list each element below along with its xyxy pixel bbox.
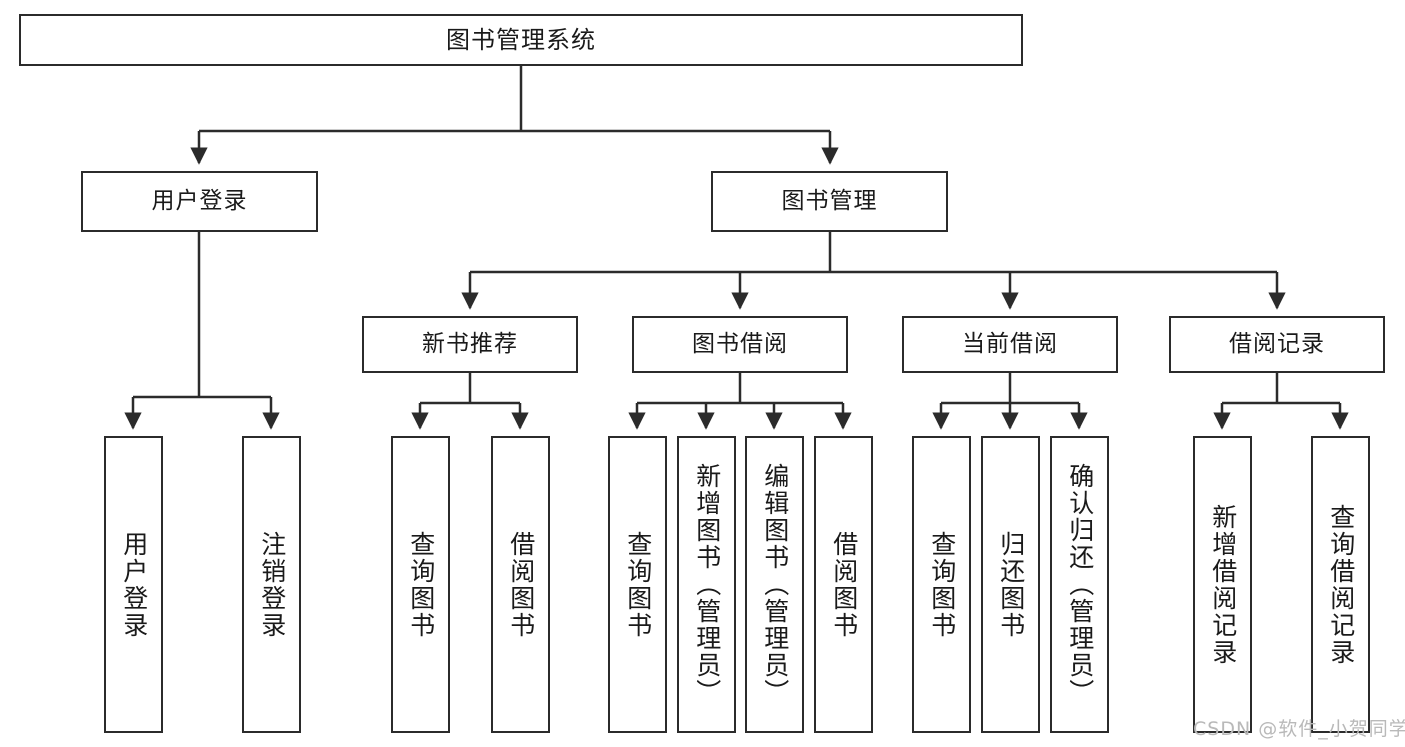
node-label: 新增借阅记录 [1208,503,1238,666]
node-root-book-management-system[interactable]: 图书管理系统 [19,14,1023,66]
node-label: 新书推荐 [422,330,518,357]
node-label: 借阅图书 [829,530,859,639]
node-user-login[interactable]: 用户登录 [81,171,318,232]
node-label: 查询借阅记录 [1326,503,1356,666]
node-label: 新增图书（管理员） [692,463,722,706]
node-label: 编辑图书（管理员） [760,463,790,706]
node-label: 图书管理 [781,187,878,214]
node-leaf-user-logout[interactable]: 注销登录 [242,436,301,733]
node-label: 查询图书 [927,530,957,639]
node-leaf-add-borrow-record[interactable]: 新增借阅记录 [1193,436,1252,733]
node-leaf-query-book-3[interactable]: 查询图书 [912,436,971,733]
node-label: 当前借阅 [962,330,1058,357]
node-label: 借阅图书 [506,530,536,639]
node-book-manage[interactable]: 图书管理 [711,171,948,232]
node-leaf-add-book-admin[interactable]: 新增图书（管理员） [677,436,736,733]
node-leaf-return-book[interactable]: 归还图书 [981,436,1040,733]
node-leaf-query-book-2[interactable]: 查询图书 [608,436,667,733]
node-label: 查询图书 [406,530,436,639]
node-leaf-borrow-book-2[interactable]: 借阅图书 [814,436,873,733]
node-leaf-edit-book-admin[interactable]: 编辑图书（管理员） [745,436,804,733]
node-borrow-record[interactable]: 借阅记录 [1169,316,1385,373]
node-book-borrow[interactable]: 图书借阅 [632,316,848,373]
node-label: 用户登录 [119,530,149,639]
node-new-book-recommend[interactable]: 新书推荐 [362,316,578,373]
node-leaf-query-borrow-record[interactable]: 查询借阅记录 [1311,436,1370,733]
node-label: 用户登录 [151,187,248,214]
node-leaf-query-book-1[interactable]: 查询图书 [391,436,450,733]
node-label: 借阅记录 [1229,330,1325,357]
node-leaf-user-login[interactable]: 用户登录 [104,436,163,733]
node-label: 注销登录 [257,530,287,639]
node-current-borrow[interactable]: 当前借阅 [902,316,1118,373]
node-label: 图书借阅 [692,330,788,357]
node-leaf-borrow-book-1[interactable]: 借阅图书 [491,436,550,733]
node-leaf-confirm-return-admin[interactable]: 确认归还（管理员） [1050,436,1109,733]
node-label: 查询图书 [623,530,653,639]
node-label: 归还图书 [996,530,1026,639]
node-label: 确认归还（管理员） [1065,463,1095,706]
node-label: 图书管理系统 [446,25,596,54]
